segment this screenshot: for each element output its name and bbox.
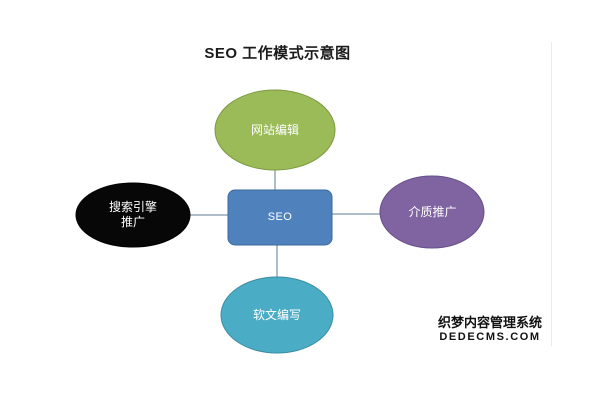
watermark: 织梦内容管理系统 DEDECMS.COM (428, 316, 552, 344)
node-seo-center[interactable] (227, 189, 333, 246)
page-title: SEO 工作模式示意图 (204, 45, 351, 62)
watermark-chinese-text: 织梦内容管理系统 (437, 315, 542, 330)
watermark-latin-text: DEDECMS.COM (439, 330, 541, 343)
node-media-promotion[interactable] (379, 175, 485, 249)
node-search-engine-promotion[interactable] (75, 182, 191, 248)
node-website-editing[interactable] (214, 89, 336, 171)
right-edge-rule (551, 42, 552, 346)
node-soft-article-writing[interactable] (220, 276, 334, 354)
